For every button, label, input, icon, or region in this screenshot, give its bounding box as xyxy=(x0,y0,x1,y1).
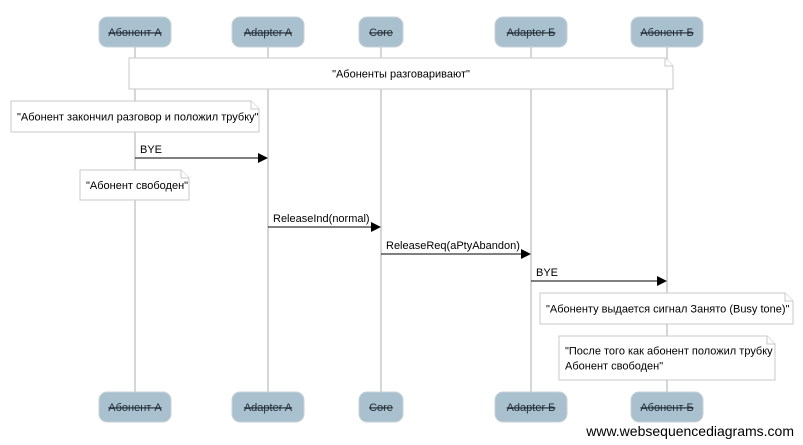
message-4: BYE xyxy=(531,267,667,286)
participant-label: Adapter Б xyxy=(507,27,556,39)
note-text: "Абоненты разговаривают" xyxy=(332,69,470,81)
participant-label: Абонент Б xyxy=(640,27,693,39)
participant-box xyxy=(98,391,172,423)
participant-label: Adapter A xyxy=(244,27,293,39)
note-5: "После того как абонент положил трубкуАб… xyxy=(558,335,776,381)
participant-top-5[interactable]: Абонент Б xyxy=(630,16,704,48)
participant-box xyxy=(494,391,568,423)
message-2: ReleaseInd(normal) xyxy=(268,213,381,232)
participant-top-4[interactable]: Adapter Б xyxy=(494,16,568,48)
note-box xyxy=(128,57,674,90)
participant-bottom-5[interactable]: Абонент Б xyxy=(630,391,704,423)
message-label: BYE xyxy=(536,267,558,279)
note-corner xyxy=(180,170,189,179)
participant-label: Core xyxy=(369,27,393,39)
note-corner xyxy=(784,293,793,302)
participant-box xyxy=(98,16,172,48)
note-corner xyxy=(664,58,673,67)
participant-bottom-2[interactable]: Adapter A xyxy=(231,391,305,423)
note-box xyxy=(79,169,190,201)
note-box xyxy=(539,292,794,325)
watermark[interactable]: www.websequencediagrams.com xyxy=(586,423,794,439)
note-text: Абонент свободен" xyxy=(565,361,663,373)
note-text: "Абоненту выдается сигнал Занято (Busy t… xyxy=(546,304,790,316)
participant-bottom-1[interactable]: Абонент А xyxy=(98,391,172,423)
message-label: ReleaseInd(normal) xyxy=(273,213,370,225)
note-corner xyxy=(250,101,259,110)
note-4: "Абоненту выдается сигнал Занято (Busy t… xyxy=(539,292,794,325)
message-1: BYE xyxy=(135,144,268,163)
note-box xyxy=(10,100,260,133)
message-label: ReleaseReq(aPtyAbandon) xyxy=(386,240,520,252)
participant-label: Абонент А xyxy=(108,27,162,39)
note-box xyxy=(558,335,776,381)
participant-top-1[interactable]: Абонент А xyxy=(98,16,172,48)
participant-label: Абонент А xyxy=(108,402,162,414)
participant-top-3[interactable]: Core xyxy=(358,16,404,48)
participant-bottom-4[interactable]: Adapter Б xyxy=(494,391,568,423)
participant-box xyxy=(630,16,704,48)
participant-box xyxy=(630,391,704,423)
participant-box xyxy=(358,391,404,423)
participant-label: Абонент Б xyxy=(640,402,693,414)
participant-box xyxy=(358,16,404,48)
participant-top-2[interactable]: Adapter A xyxy=(231,16,305,48)
note-2: "Абонент закончил разговор и положил тру… xyxy=(10,100,260,133)
participant-box xyxy=(231,391,305,423)
note-text: "После того как абонент положил трубку xyxy=(565,346,773,358)
participant-box xyxy=(231,16,305,48)
message-3: ReleaseReq(aPtyAbandon) xyxy=(381,240,531,259)
note-3: "Абонент свободен" xyxy=(79,169,190,201)
participant-label: Adapter A xyxy=(244,402,293,414)
note-corner xyxy=(766,336,775,345)
note-1: "Абоненты разговаривают" xyxy=(128,57,674,90)
note-text: "Абонент свободен" xyxy=(86,180,188,192)
message-label: BYE xyxy=(140,144,162,156)
participant-box xyxy=(494,16,568,48)
participant-label: Core xyxy=(369,402,393,414)
participant-bottom-3[interactable]: Core xyxy=(358,391,404,423)
note-text: "Абонент закончил разговор и положил тру… xyxy=(17,112,259,124)
participant-label: Adapter Б xyxy=(507,402,556,414)
